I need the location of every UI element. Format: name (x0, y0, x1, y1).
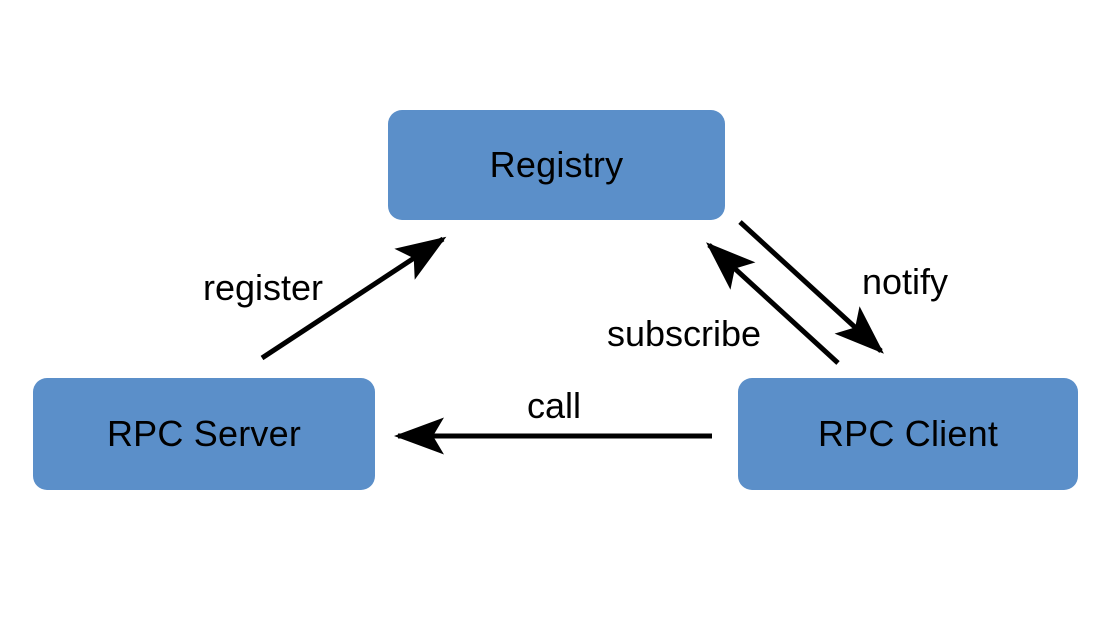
node-rpc-server[interactable]: RPC Server (33, 378, 375, 490)
edge-label-notify: notify (862, 261, 949, 302)
node-rpc-client-label: RPC Client (817, 413, 999, 454)
edge-label-register: register (203, 267, 324, 308)
edge-notify-arrow (738, 220, 884, 354)
node-registry-label: Registry (489, 144, 624, 185)
node-rpc-client[interactable]: RPC Client (738, 378, 1078, 490)
node-rpc-server-label: RPC Server (106, 413, 302, 454)
node-registry[interactable]: Registry (388, 110, 725, 220)
edge-label-call: call (527, 385, 582, 426)
edge-label-subscribe: subscribe (607, 313, 762, 354)
